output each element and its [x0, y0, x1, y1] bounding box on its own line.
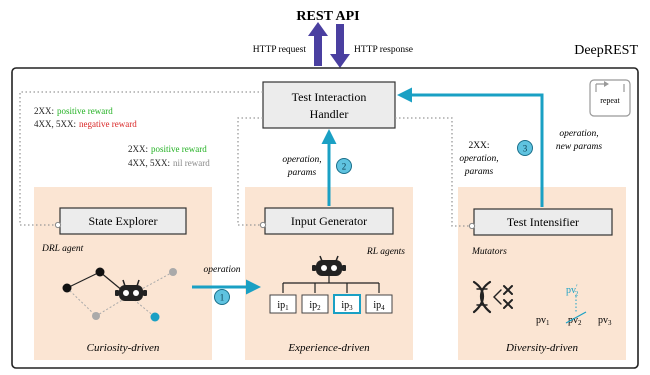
right-2xx-line3: params	[464, 167, 494, 177]
handler-title-line2: Handler	[310, 107, 349, 121]
ip-4: ip4	[373, 300, 385, 312]
robot-icon-generator	[312, 255, 346, 276]
svg-text:1: 1	[220, 293, 225, 303]
op-new-params-line2: new params	[556, 142, 602, 152]
api-arrows	[308, 22, 350, 68]
dna-mutation-icon	[472, 280, 513, 314]
pv-2: pv2	[568, 315, 582, 327]
step-1-badge: 1	[214, 289, 230, 305]
right-2xx-line1: 2XX:	[468, 141, 489, 151]
reward-mid-line2: 4XX, 5XX:nil reward	[128, 158, 210, 168]
op-new-params-line1: operation,	[559, 129, 598, 139]
ip-boxes: ip1 ip2 ip3 ip4	[269, 294, 393, 314]
reward-left-line2: 4XX, 5XX:negative reward	[34, 119, 137, 129]
repeat-label: repeat	[600, 96, 620, 105]
test-intensifier-subtitle: Mutators	[471, 247, 507, 257]
pv-1: pv1	[536, 315, 550, 327]
test-intensifier-title: Test Intensifier	[507, 215, 579, 229]
test-interaction-handler	[262, 81, 396, 129]
arrow-intensifier-to-handler	[397, 87, 544, 207]
feedback-connectors	[19, 91, 472, 227]
input-generator-title: Input Generator	[291, 214, 367, 228]
op-params-line2: params	[287, 168, 317, 178]
param-values: pv1 pv2 pv3 pv′2	[536, 283, 612, 327]
ip-2: ip2	[309, 300, 321, 312]
test-intensifier-title-box	[473, 208, 613, 236]
reward-mid-line1: 2XX:positive reward	[128, 144, 207, 154]
handler-title-line1: Test Interaction	[292, 90, 367, 104]
reward-left-line1: 2XX:positive reward	[34, 106, 113, 116]
pv-2-mutated: pv′2	[566, 283, 579, 298]
state-explorer-subtitle: DRL agent	[41, 244, 84, 254]
test-intensifier-caption: Diversity-driven	[505, 342, 579, 354]
right-2xx-line2: operation,	[459, 154, 498, 164]
ip-1: ip1	[277, 300, 289, 312]
repeat-icon	[589, 79, 631, 117]
api-title: REST API	[296, 9, 359, 24]
svg-text:3: 3	[523, 144, 528, 154]
system-name: DeepREST	[574, 43, 638, 58]
input-generator-title-box	[264, 207, 394, 235]
system-frame	[11, 67, 639, 369]
ip-3: ip3	[341, 300, 353, 312]
connector-end-circles	[54, 221, 476, 230]
http-request-label: HTTP request	[253, 45, 307, 55]
op-params-line1: operation,	[282, 155, 321, 165]
pv-3: pv3	[598, 315, 612, 327]
input-generator-subtitle: RL agents	[366, 247, 405, 257]
http-response-label: HTTP response	[354, 45, 413, 55]
state-explorer-title: State Explorer	[89, 214, 158, 228]
state-explorer-caption: Curiosity-driven	[87, 342, 160, 354]
step-3-badge: 3	[517, 140, 533, 156]
svg-text:2: 2	[342, 162, 347, 172]
state-explorer-title-box	[59, 207, 187, 235]
operation-label: operation	[204, 265, 241, 275]
ip-tree	[282, 276, 380, 293]
step-2-badge: 2	[336, 158, 352, 174]
robot-icon	[115, 279, 147, 301]
input-generator-caption: Experience-driven	[287, 342, 370, 354]
